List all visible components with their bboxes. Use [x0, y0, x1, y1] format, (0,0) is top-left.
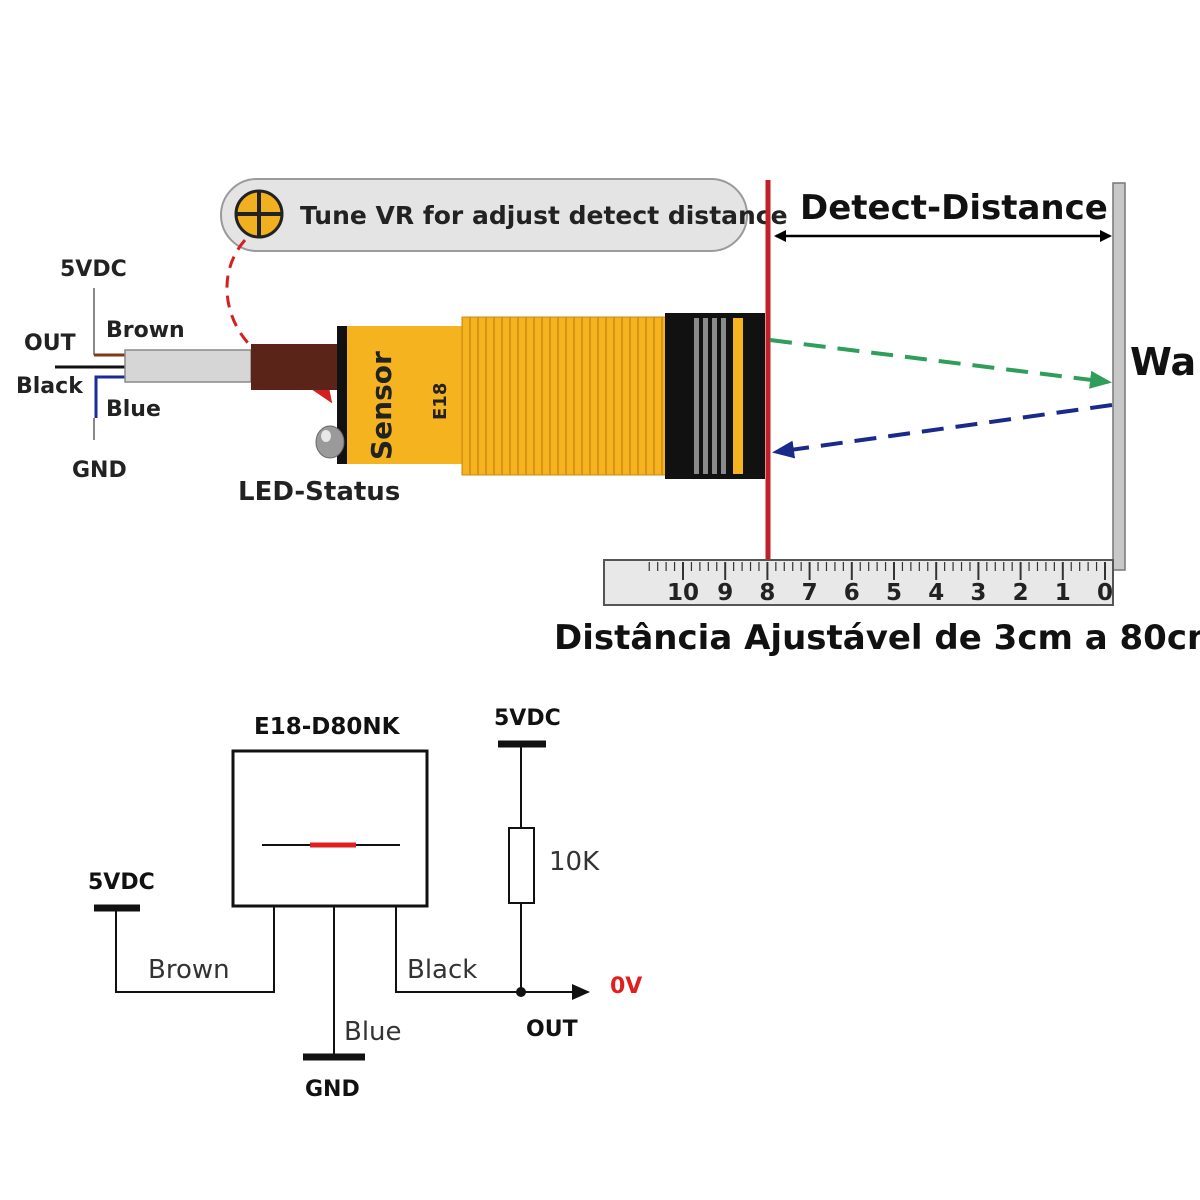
tune-vr-callout: Tune VR for adjust detect distance [220, 178, 788, 252]
reflected-beam [772, 403, 1113, 459]
brown-label: Brown [148, 955, 230, 985]
ruler-label: 7 [802, 580, 818, 606]
detect-distance-label: Detect-Distance [800, 188, 1108, 228]
schematic: E18-D80NK 5VDC Brown Blue GND Black OUT … [88, 706, 642, 1102]
ruler-label: 1 [1055, 580, 1071, 606]
wire-label-black: Black [16, 374, 84, 399]
cable-boot [251, 344, 337, 390]
model-text: E18 [430, 383, 451, 420]
sensor-wires [55, 288, 130, 440]
ruler-label: 8 [759, 580, 775, 606]
wall [1112, 182, 1126, 571]
ruler-label: 2 [1013, 580, 1029, 606]
ruler-label: 0 [1097, 580, 1113, 606]
wire-label-gnd: GND [72, 458, 127, 483]
out-label: OUT [526, 1017, 578, 1042]
ruler-label: 4 [928, 580, 944, 606]
ruler-label: 9 [717, 580, 733, 606]
black-label: Black [407, 955, 477, 985]
potentiometer-icon [234, 189, 284, 239]
wire-label-blue: Blue [106, 397, 161, 422]
resistor-label: 10K [549, 847, 600, 877]
gnd-label: GND [305, 1077, 360, 1102]
vdc-top-label: 5VDC [494, 706, 561, 731]
wall-label: Wa [1130, 340, 1196, 384]
ruler-label: 6 [844, 580, 860, 606]
range-caption: Distância Ajustável de 3cm a 80cm [554, 618, 1200, 658]
led-status-indicator [315, 425, 345, 459]
sensor-text: Sensor [365, 351, 398, 460]
sensor-cable [124, 349, 252, 383]
blue-label: Blue [344, 1017, 402, 1047]
wire-label-brown: Brown [106, 318, 185, 343]
wire-label-5vdc: 5VDC [60, 257, 127, 282]
ruler-label: 10 [667, 580, 699, 606]
wire-label-out: OUT [24, 331, 76, 356]
module-box [231, 749, 429, 908]
emitted-beam [769, 338, 1112, 389]
ruler-label: 5 [886, 580, 902, 606]
zero-v-label: 0V [610, 974, 642, 999]
pullup-resistor [508, 827, 535, 904]
lens-rings [694, 318, 743, 474]
tune-vr-text: Tune VR for adjust detect distance [300, 201, 788, 230]
ruler-label: 3 [970, 580, 986, 606]
sensor-body: Sensor E18 [337, 313, 765, 479]
vdc-left-label: 5VDC [88, 870, 155, 895]
module-label: E18-D80NK [254, 714, 401, 740]
led-status-label: LED-Status [238, 477, 400, 507]
